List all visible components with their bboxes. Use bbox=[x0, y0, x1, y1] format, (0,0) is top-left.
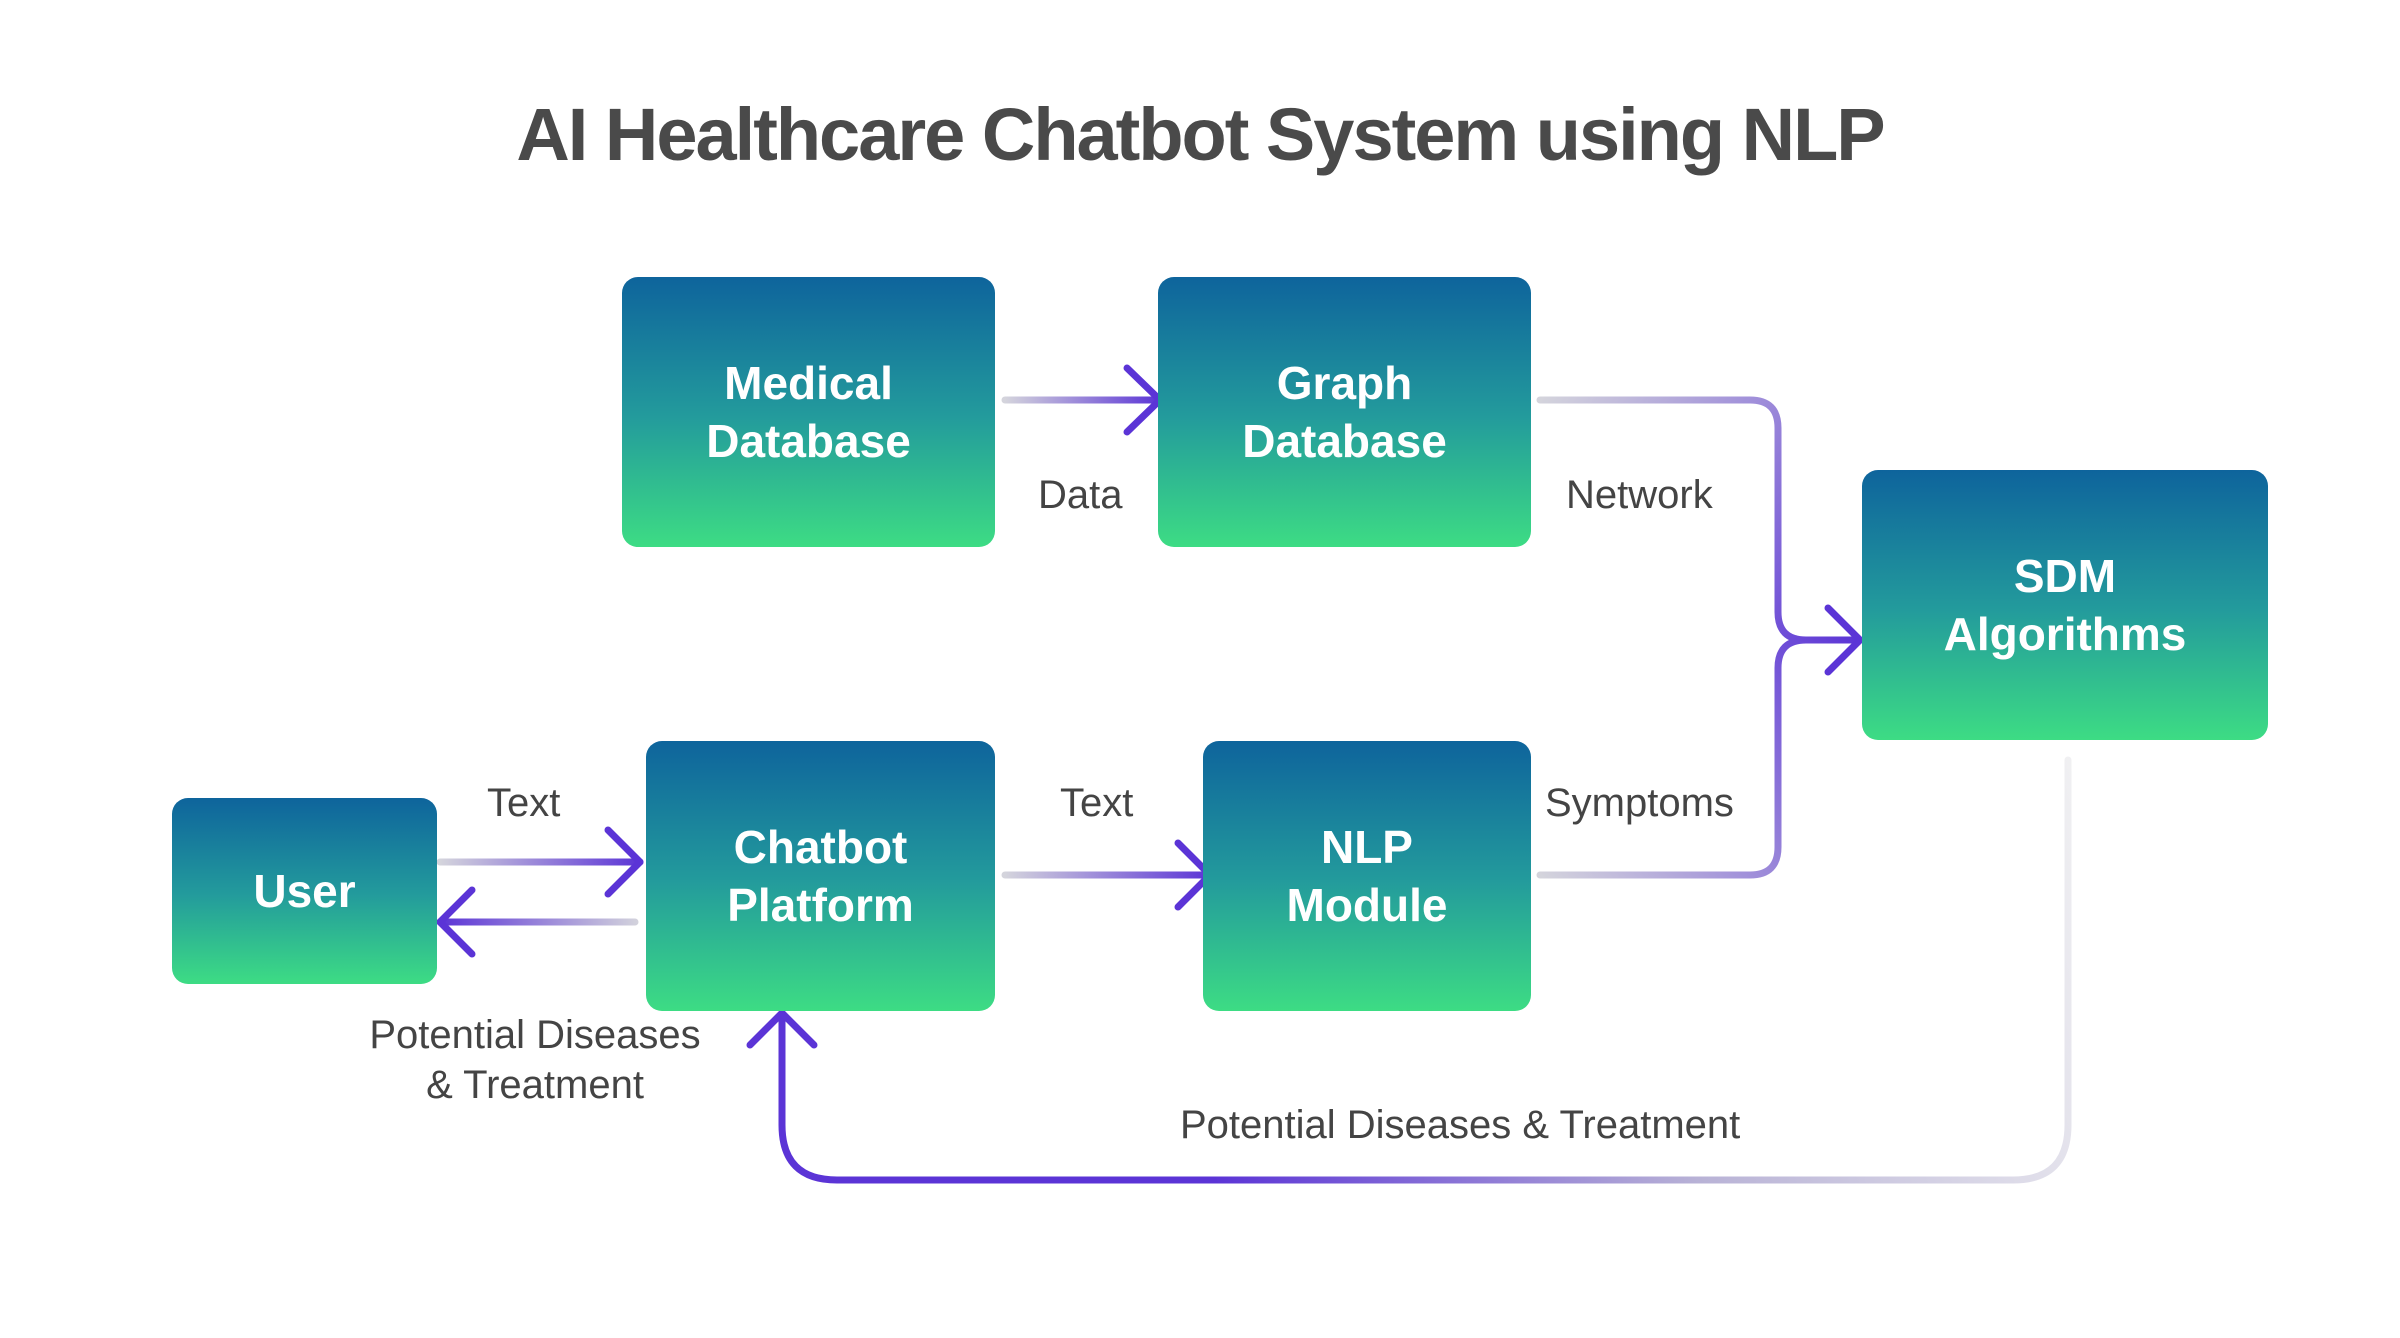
edge-label-chatbot-to-user-line1: Potential Diseases bbox=[369, 1013, 701, 1057]
node-user-line1: User bbox=[253, 865, 356, 917]
edge-label-chatbot-to-user-line2: & Treatment bbox=[426, 1063, 644, 1107]
edge-label-chatbot-to-user: Potential Diseases & Treatment bbox=[330, 1010, 740, 1110]
node-graph-database-line1: Graph bbox=[1276, 357, 1413, 409]
edge-chatbot-to-nlp bbox=[1001, 839, 1214, 911]
node-sdm-algorithms-line1: SDM bbox=[2013, 550, 2117, 602]
edge-label-chatbot-text: Text bbox=[1060, 781, 1134, 825]
node-sdm-algorithms-line2: Algorithms bbox=[1943, 608, 2187, 660]
node-graph-database-line2: Database bbox=[1242, 415, 1447, 467]
node-user: User bbox=[172, 798, 437, 984]
edge-chatbot-to-user bbox=[436, 886, 639, 958]
edge-sdm-to-chatbot bbox=[746, 756, 2072, 1184]
node-medical-database: Medical Database bbox=[622, 277, 995, 547]
page-title: AI Healthcare Chatbot System using NLP bbox=[516, 93, 1885, 176]
edge-medical-to-graph bbox=[1001, 364, 1164, 436]
node-nlp-module: NLP Module bbox=[1203, 741, 1531, 1011]
node-sdm-algorithms: SDM Algorithms bbox=[1862, 470, 2268, 740]
node-medical-database-line1: Medical bbox=[724, 357, 893, 409]
edge-user-to-chatbot bbox=[436, 826, 644, 898]
edge-label-symptoms: Symptoms bbox=[1545, 781, 1734, 825]
edge-label-data: Data bbox=[1038, 473, 1123, 517]
node-nlp-module-line1: NLP bbox=[1320, 821, 1413, 873]
edge-graph-to-sdm bbox=[1536, 396, 1864, 644]
edge-label-sdm-to-chatbot: Potential Diseases & Treatment bbox=[1180, 1103, 1741, 1147]
node-nlp-module-line2: Module bbox=[1286, 879, 1448, 931]
edge-label-user-text: Text bbox=[487, 781, 561, 825]
node-medical-database-line2: Database bbox=[706, 415, 911, 467]
node-graph-database: Graph Database bbox=[1158, 277, 1531, 547]
node-chatbot-platform: Chatbot Platform bbox=[646, 741, 995, 1011]
node-chatbot-platform-line2: Platform bbox=[727, 879, 914, 931]
edge-label-network: Network bbox=[1566, 473, 1713, 517]
node-chatbot-platform-line1: Chatbot bbox=[733, 821, 908, 873]
edge-nlp-to-sdm bbox=[1536, 604, 1864, 879]
